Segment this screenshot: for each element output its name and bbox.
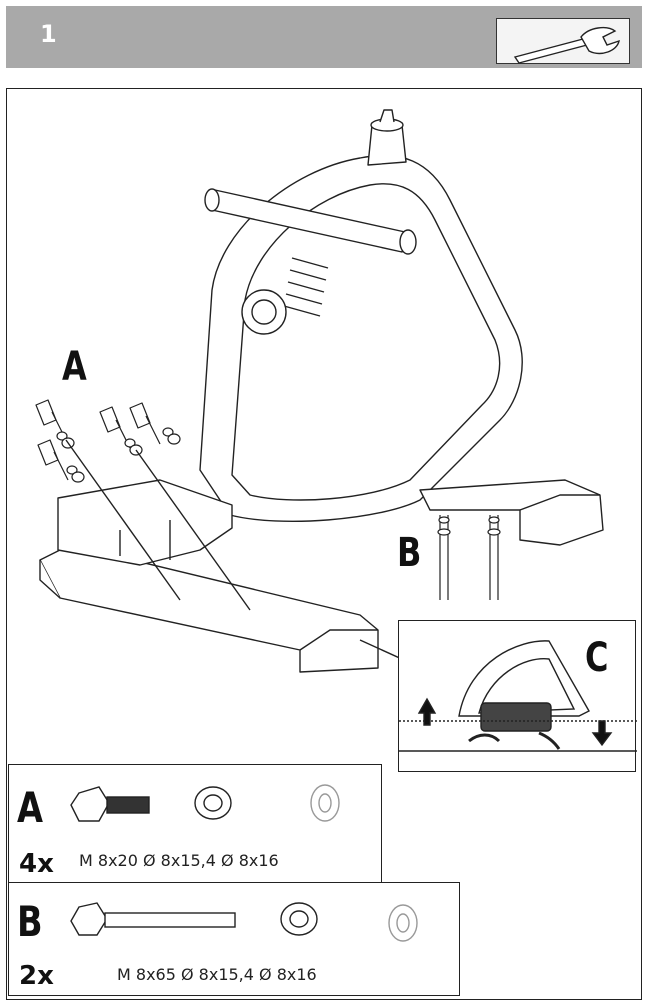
label-c: C <box>585 635 609 681</box>
leveler-detail-illustration <box>399 640 637 752</box>
parts-qty-b: 2x <box>19 961 54 991</box>
long-hex-bolt-icon <box>70 902 236 936</box>
tool-box <box>496 18 630 64</box>
parts-box-a: A 4x M 8x20 Ø 8x15,4 Ø 8x16 <box>8 764 382 884</box>
parts-box-b: B 2x M 8x65 Ø 8x15,4 Ø 8x16 <box>8 882 460 996</box>
spring-washer-icon <box>280 902 318 936</box>
step-number: 1 <box>40 20 57 48</box>
parts-a-icons <box>70 784 340 822</box>
wrench-icon <box>513 26 620 64</box>
parts-letter-a: A <box>17 783 44 832</box>
label-b: B <box>397 530 422 576</box>
parts-b-icons <box>70 902 418 942</box>
flat-washer-icon <box>388 904 418 942</box>
parts-spec-a: M 8x20 Ø 8x15,4 Ø 8x16 <box>79 851 279 870</box>
parts-letter-b: B <box>17 897 43 946</box>
parts-qty-a: 4x <box>19 849 54 879</box>
assembly-frame <box>6 88 642 1000</box>
flat-washer-icon <box>310 784 340 822</box>
parts-spec-b: M 8x65 Ø 8x15,4 Ø 8x16 <box>117 965 317 984</box>
spring-washer-icon <box>194 786 232 820</box>
detail-c: C <box>398 620 637 772</box>
hex-bolt-icon <box>70 786 150 822</box>
step-header: 1 <box>6 6 642 68</box>
label-a: A <box>62 344 87 390</box>
